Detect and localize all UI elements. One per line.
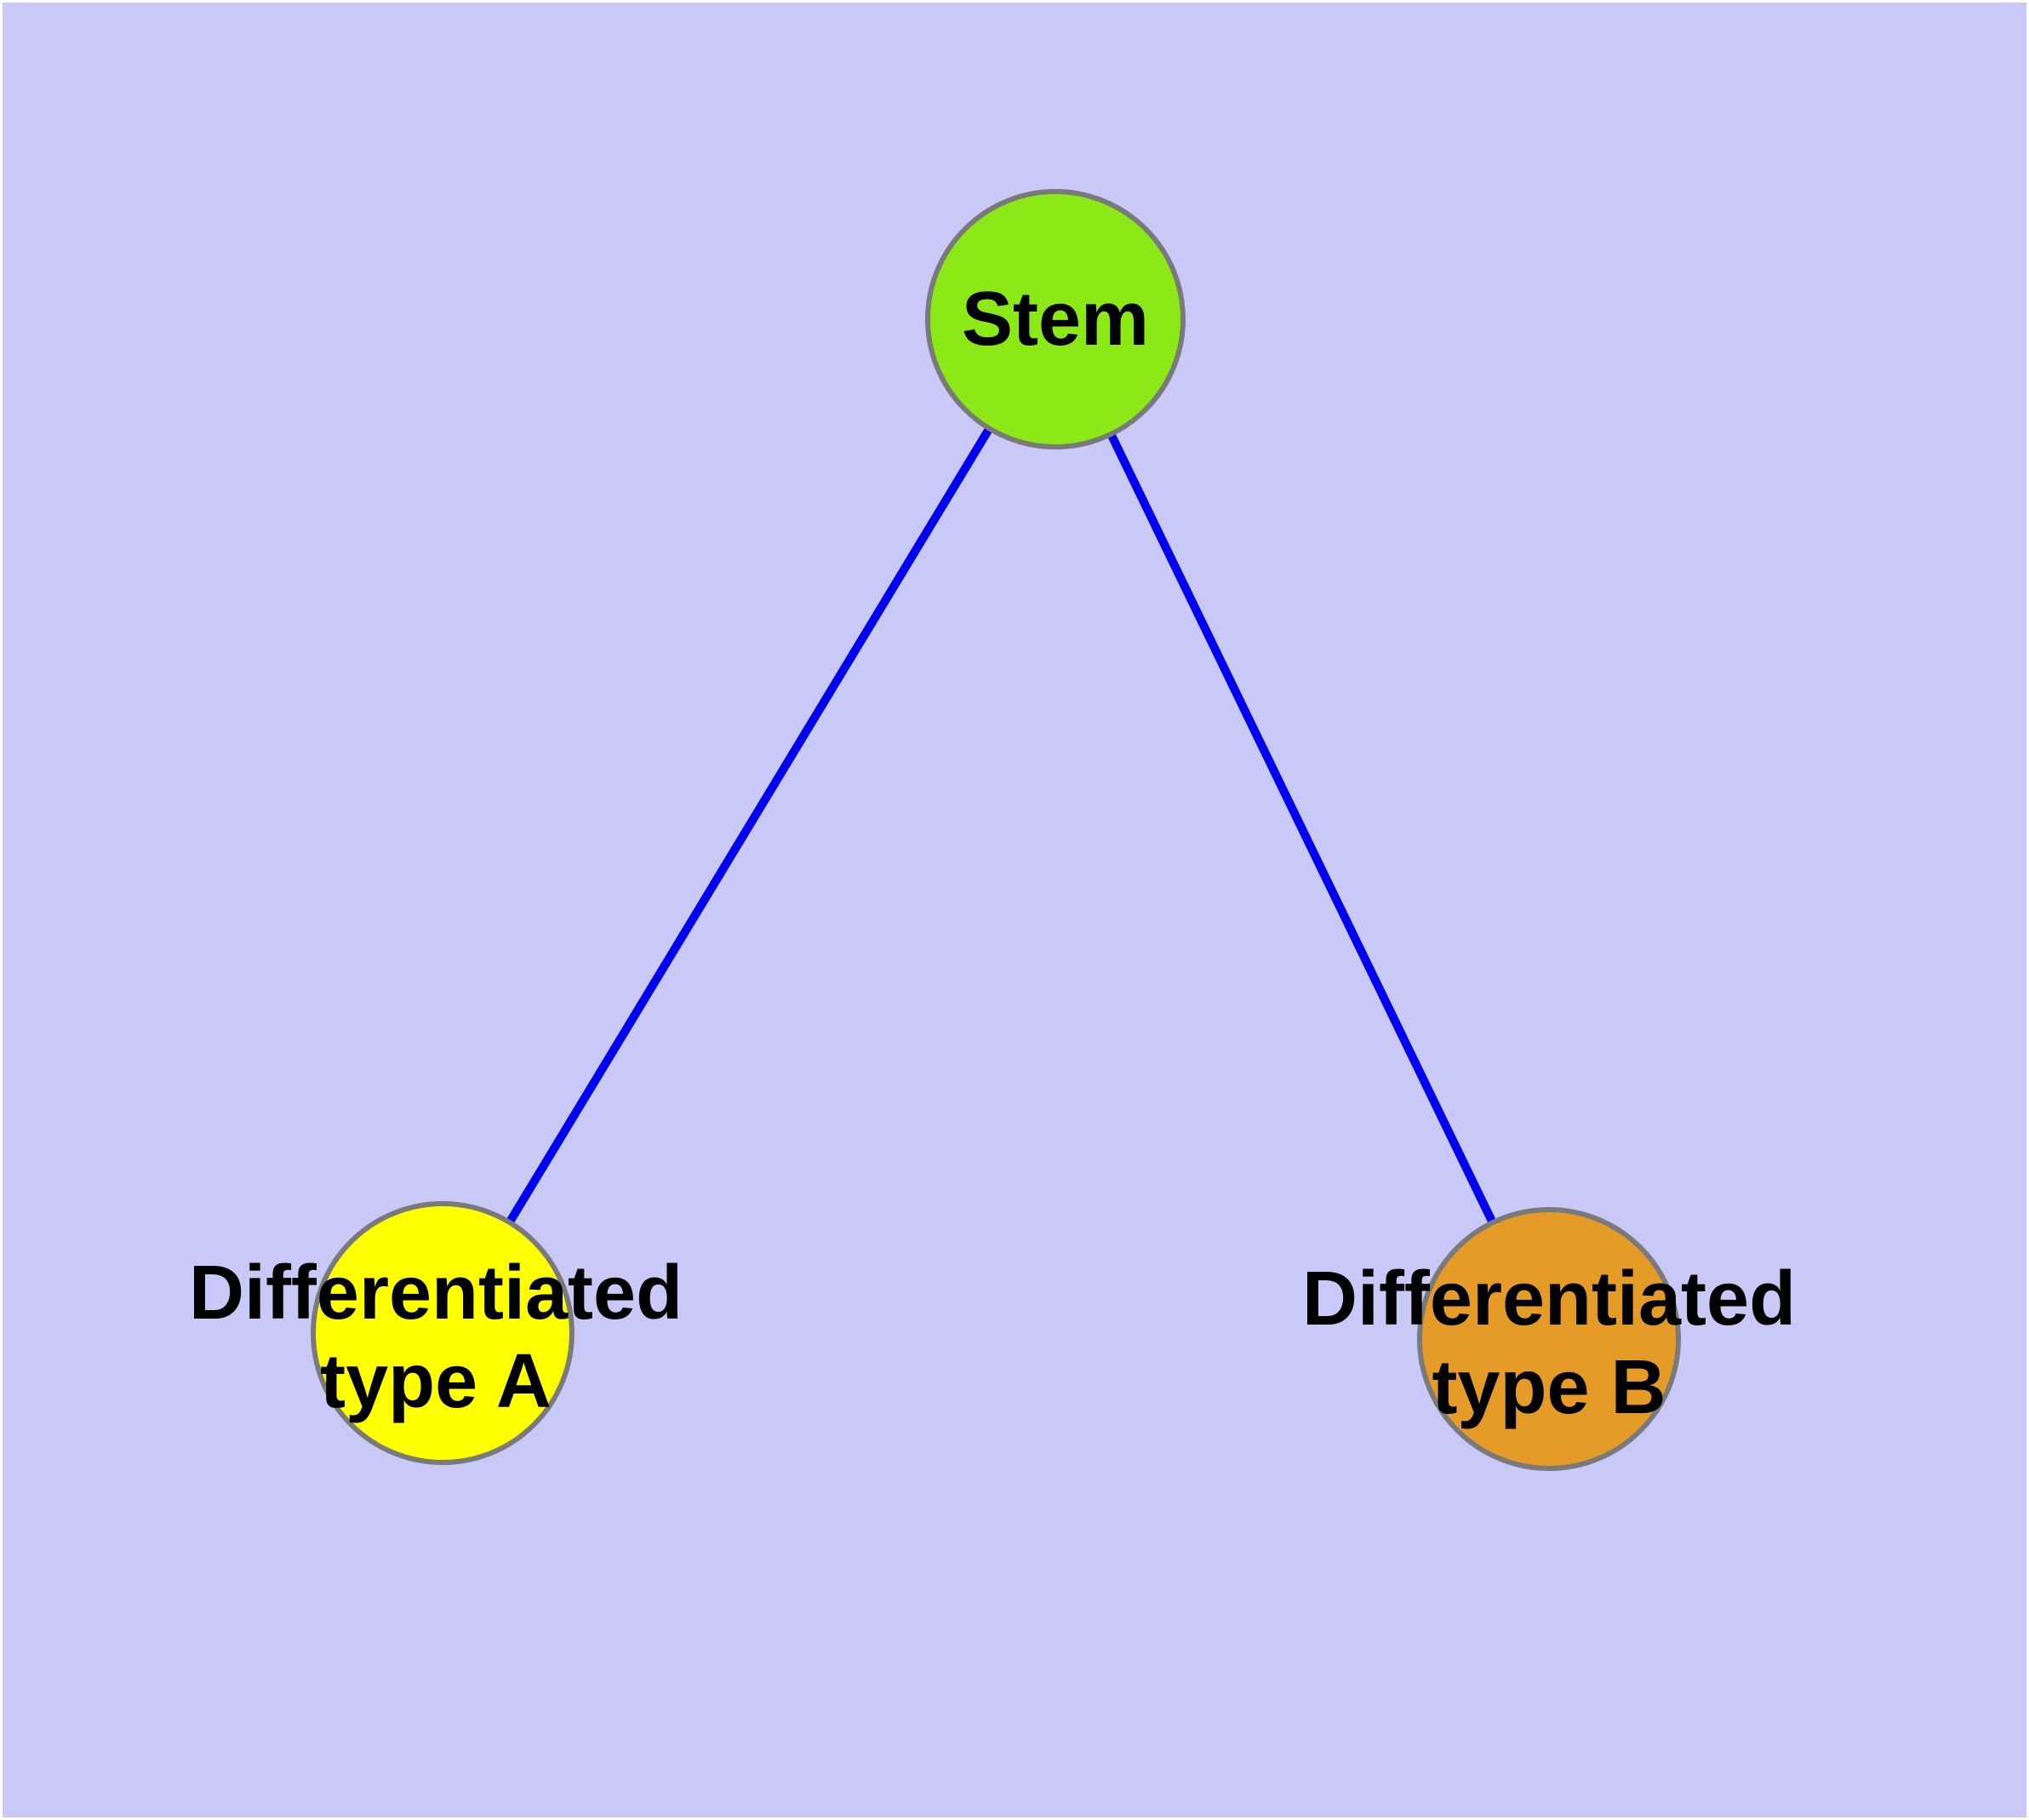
node-type-b-label-line1: Differentiated [1301, 1256, 1797, 1342]
node-differentiated-type-b-circle [1417, 1207, 1681, 1471]
diagram-canvas: Stem Differentiated type A Differentiate… [3, 3, 2026, 1817]
node-stem-circle [925, 189, 1186, 449]
edge-stem-to-type-a [438, 317, 1060, 1336]
node-type-a-label-line2: type A [320, 1339, 552, 1424]
node-differentiated-type-b-label: Differentiated type B [1302, 1255, 1796, 1432]
node-type-b-label-line2: type B [1432, 1345, 1666, 1430]
edge-stem-to-type-b [1051, 317, 1553, 1342]
node-stem-label-line1: Stem [961, 277, 1150, 362]
node-differentiated-type-a-label: Differentiated type A [189, 1249, 683, 1426]
node-type-a-label-line1: Differentiated [188, 1251, 683, 1336]
node-differentiated-type-a-circle [311, 1201, 574, 1465]
node-stem-label: Stem [962, 275, 1149, 363]
graph-svg [311, 189, 1681, 1471]
